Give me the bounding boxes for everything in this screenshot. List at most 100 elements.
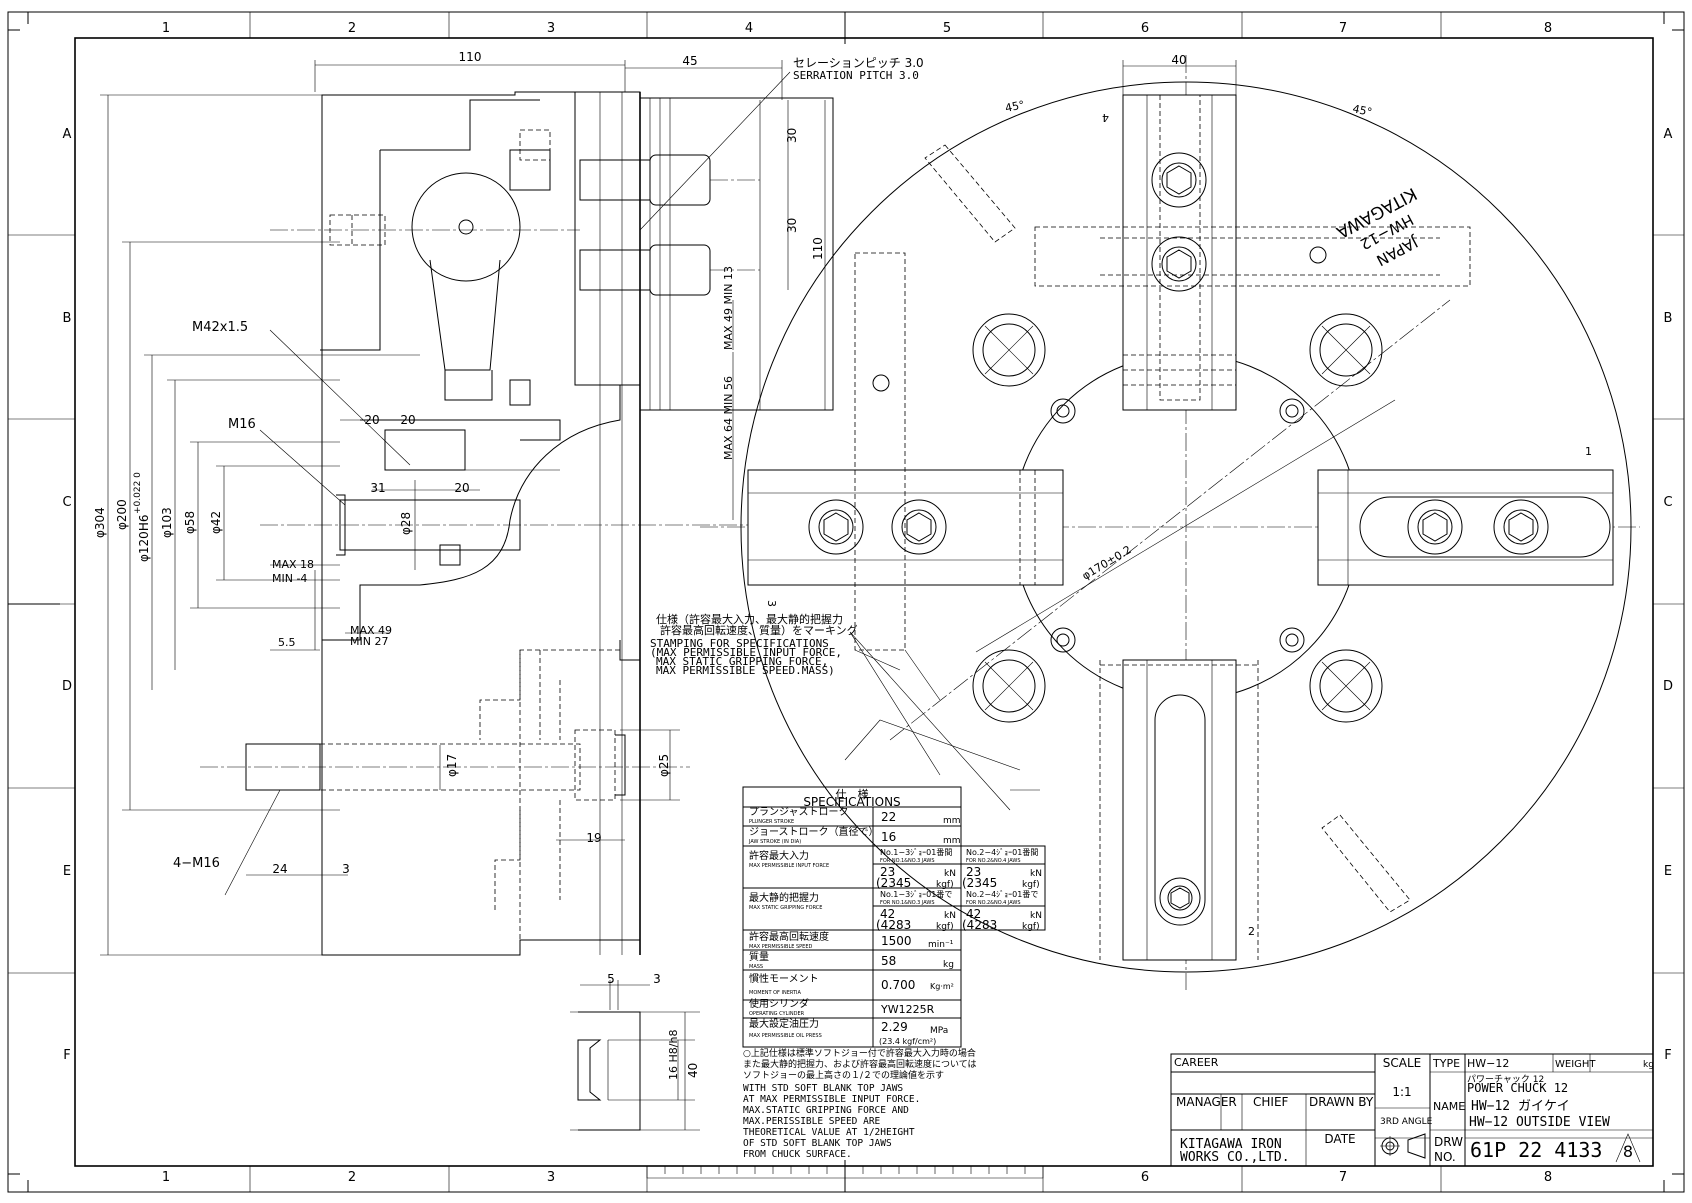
spec-label-en: MASS xyxy=(749,964,763,970)
col-number: 1 xyxy=(162,21,170,36)
specs-table-texts: 仕 様 SPECIFICATIONS プランジャストローク PLUNGER ST… xyxy=(743,787,1042,1160)
col-number: 8 xyxy=(1544,21,1552,36)
note-en-4: MAX.PERISSIBLE SPEED ARE xyxy=(743,1116,881,1127)
dim-pcd: φ170±0.2 xyxy=(1080,543,1134,582)
dim-phi120: φ120H6 xyxy=(137,515,151,562)
dim-phi304: φ304 xyxy=(93,507,107,538)
spec-unit: kg xyxy=(943,960,954,970)
spec-col-header: No.1−3ｼﾞｮｰ01番で xyxy=(880,889,952,899)
spec-value-2: (23.4 kgf/cm²) xyxy=(879,1037,936,1046)
spec-value: 1500 xyxy=(881,934,912,948)
tb-date: DATE xyxy=(1324,1132,1355,1146)
spec-unit-2: kgf) xyxy=(1022,922,1040,932)
tb-revision: 8 xyxy=(1623,1142,1633,1161)
tb-drawing-number: 61P 22 4133 xyxy=(1470,1138,1602,1162)
spec-value: 2.29 xyxy=(881,1020,908,1034)
spec-unit: Kg·m² xyxy=(930,982,954,991)
dim-5-5: 5.5 xyxy=(278,636,296,649)
spec-label-jp: 慣性モーメント xyxy=(749,972,819,985)
title-block xyxy=(1170,1053,1654,1167)
tb-type-value: HW−12 xyxy=(1467,1057,1509,1070)
tb-chief: CHIEF xyxy=(1253,1095,1289,1109)
note-jp-3: ソフトジョーの最上高さの１/２での理論値を示す xyxy=(743,1069,944,1081)
jaw-number-2: 2 xyxy=(1248,925,1255,938)
col-number: 2 xyxy=(348,21,356,36)
spec-label-jp: 最大静的把握力 xyxy=(749,891,819,904)
stamping-note: 仕様（許容最大入力、最大静的把握力 許容最高回転速度、質量）をマーキング STA… xyxy=(650,612,1011,811)
spec-unit: kN xyxy=(944,911,956,921)
dim-19: 19 xyxy=(586,831,601,845)
col-number: 8 xyxy=(1544,1170,1552,1185)
dim-phi103: φ103 xyxy=(160,507,174,538)
row-letter: B xyxy=(63,311,72,326)
tb-third-angle: 3RD ANGLE xyxy=(1380,1117,1433,1127)
brand-engraving: KITAGAWA HW−12 JAPAN xyxy=(1333,183,1422,270)
spec-label-en: MAX PERMISSIBLE OIL PRESS xyxy=(749,1033,822,1039)
dim-3: 3 xyxy=(342,862,350,876)
column-numbers-bottom: 1 2 3 6 7 8 xyxy=(162,1170,1552,1185)
row-letter: D xyxy=(1663,679,1673,694)
dim-phi200: φ200 xyxy=(115,499,129,530)
note-en-5: THEORETICAL VALUE AT 1/2HEIGHT xyxy=(743,1127,915,1138)
spec-value: 23 xyxy=(966,865,981,879)
row-letters-left: A B C D E F xyxy=(62,127,72,1063)
dim-20-b: 20 xyxy=(400,413,415,427)
dim-min-4: MIN -4 xyxy=(272,572,307,585)
tb-manager: MANAGER xyxy=(1176,1095,1237,1109)
spec-col-header: FOR NO.1&NO.3 JAWS xyxy=(880,900,935,906)
row-letter: F xyxy=(1664,1048,1671,1063)
tb-name-line3: HW−12 OUTSIDE VIEW xyxy=(1469,1115,1610,1130)
detail-dim-5: 5 xyxy=(607,972,615,986)
tb-name-label: NAME xyxy=(1433,1100,1465,1113)
spec-unit: kN xyxy=(1030,911,1042,921)
row-letters-right: A B C D E F xyxy=(1663,127,1673,1063)
col-number: 2 xyxy=(348,1170,356,1185)
spec-value: 42 xyxy=(966,907,981,921)
dim-phi17: φ17 xyxy=(445,754,459,777)
detail-dim-h8: 16 H8/h8 xyxy=(667,1030,680,1080)
spec-unit-2: kgf) xyxy=(936,880,954,890)
spec-value-2: (4283 xyxy=(962,918,997,932)
specs-title-en: SPECIFICATIONS xyxy=(803,795,900,809)
spec-col-header: No.1−3ｼﾞｮｰ01番間 xyxy=(880,847,952,857)
detail-dim-3: 3 xyxy=(653,972,661,986)
serration-jp: セレーションピッチ 3.0 xyxy=(793,56,924,70)
title-block-texts: CAREER SCALE 1:1 3RD ANGLE TYPE HW−12 WE… xyxy=(1174,1056,1654,1165)
row-letter: E xyxy=(63,864,71,879)
stamping-jp-2: 許容最高回転速度、質量）をマーキング xyxy=(660,623,858,637)
dim-phi58: φ58 xyxy=(183,511,197,534)
spec-value-2: (2345 xyxy=(876,876,911,890)
spec-col-header: No.2−4ｼﾞｮｰ01番で xyxy=(966,889,1038,899)
dim-110-top: 110 xyxy=(459,50,482,64)
row-letter: A xyxy=(63,127,72,142)
spec-label-jp: ジョーストローク（直径で） xyxy=(749,825,879,838)
col-number: 1 xyxy=(162,1170,170,1185)
spec-unit: kN xyxy=(1030,869,1042,879)
serration-detail-texts: 5 3 16 H8/h8 40 xyxy=(607,972,700,1080)
tb-company-2: WORKS CO.,LTD. xyxy=(1180,1150,1290,1165)
row-letter: E xyxy=(1664,864,1672,879)
spec-value: 22 xyxy=(881,810,896,824)
dim-phi28: φ28 xyxy=(399,512,413,535)
spec-col-header: No.2−4ｼﾞｮｰ01番間 xyxy=(966,847,1038,857)
dim-40-front: 40 xyxy=(1171,53,1186,67)
note-en-6: OF STD SOFT BLANK TOP JAWS xyxy=(743,1138,892,1149)
dim-20-a: 20 xyxy=(364,413,379,427)
dim-31: 31 xyxy=(370,481,385,495)
side-view-dim-texts: 110 45 30 30 110 MAX 49 MIN 13 MAX 64 MI… xyxy=(93,50,924,876)
spec-unit: mm xyxy=(943,816,961,826)
row-letter: F xyxy=(63,1048,70,1063)
tb-company-1: KITAGAWA IRON xyxy=(1180,1137,1282,1152)
spec-unit-2: kgf) xyxy=(936,922,954,932)
note-jp-2: また最大静的把握力、および許容最高回転速度については xyxy=(743,1058,977,1070)
tb-scale-label: SCALE xyxy=(1383,1056,1421,1070)
front-view xyxy=(700,55,1640,990)
note-en-3: MAX.STATIC GRIPPING FORCE AND xyxy=(743,1105,909,1116)
stamping-en-2: (MAX PERMISSIBLE INPUT FORCE, xyxy=(650,646,842,659)
note-en-7: FROM CHUCK SURFACE. xyxy=(743,1149,852,1160)
spec-label-en: MAX STATIC GRIPPING FORCE xyxy=(749,905,822,911)
angle-45-left: 45° xyxy=(1004,98,1026,115)
tb-drw-label-2: NO. xyxy=(1434,1150,1456,1164)
tb-scale-value: 1:1 xyxy=(1392,1085,1411,1099)
